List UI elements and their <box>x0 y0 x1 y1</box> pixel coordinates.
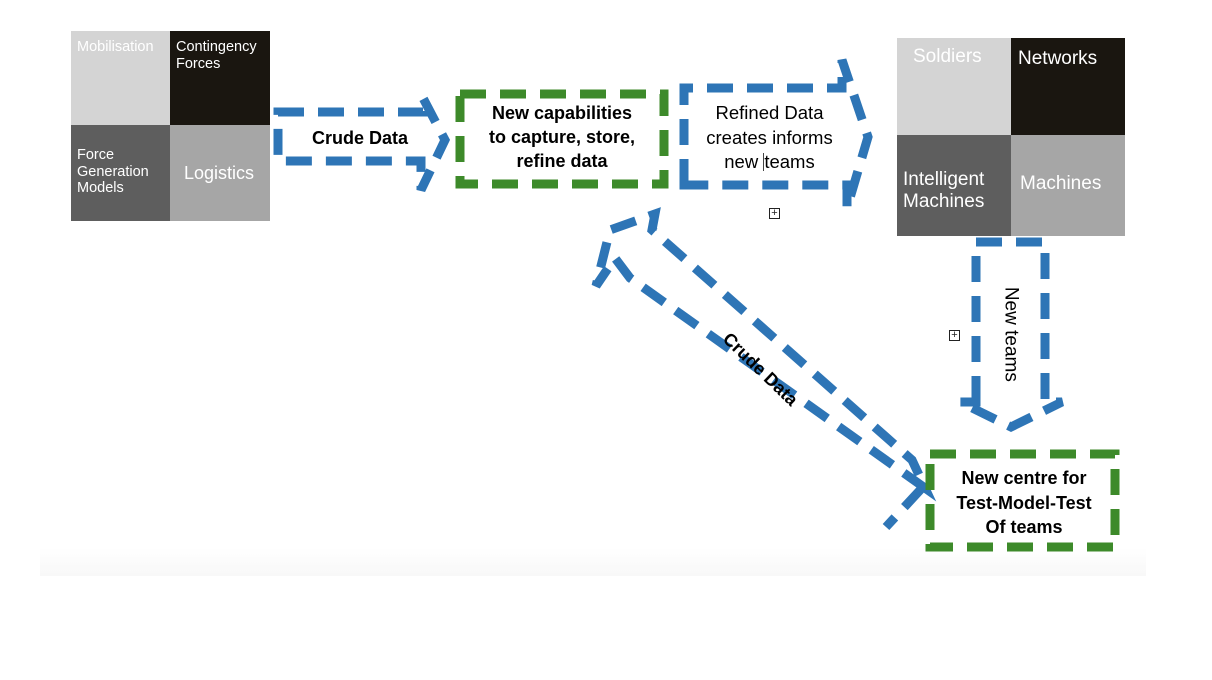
capabilities-line-3: refine data <box>516 151 608 171</box>
current-force-grid[interactable]: Mobilisation Contingency Forces Force Ge… <box>71 31 270 221</box>
new-teams-arrow[interactable] <box>958 237 1064 433</box>
grid-cell-mobilisation[interactable]: Mobilisation <box>71 31 170 125</box>
new-teams-label: New teams <box>1000 286 1022 382</box>
cell-label: Networks <box>1018 48 1098 69</box>
capabilities-line-2: to capture, store, <box>488 127 636 147</box>
refined-data-line-2: creates informs <box>706 126 833 148</box>
grid-cell-intelligent-machines[interactable]: Intelligent Machines <box>897 135 1011 236</box>
expand-icon[interactable]: + <box>769 208 780 219</box>
cell-label: Contingency Forces <box>176 39 257 72</box>
cell-label: Intelligent Machines <box>903 169 985 212</box>
cell-label: Soldiers <box>913 46 982 67</box>
test-centre-line-3: Of teams <box>985 517 1063 537</box>
grid-cell-force-generation-models[interactable]: Force Generation Models <box>71 125 170 221</box>
crude-data-label-top: Crude Data <box>311 128 409 148</box>
refined-data-arrow[interactable] <box>679 58 873 210</box>
refined-data-line-1: Refined Data <box>715 102 824 123</box>
test-centre-box[interactable]: New centre for Test-Model-Test Of teams <box>935 466 1113 540</box>
cell-label: Force Generation Models <box>77 147 149 197</box>
test-centre-line-1: New centre for <box>961 468 1087 488</box>
capabilities-box-border[interactable] <box>455 89 669 189</box>
future-force-grid[interactable]: Soldiers Networks Intelligent Machines M… <box>897 38 1125 236</box>
grid-cell-networks[interactable]: Networks <box>1011 38 1125 135</box>
text-segment: new <box>724 151 759 172</box>
cell-label: Mobilisation <box>77 39 154 55</box>
cell-label: Logistics <box>184 163 255 183</box>
expand-icon[interactable]: + <box>949 330 960 341</box>
refined-data-label[interactable]: Refined Data creates informs new teams <box>692 101 847 175</box>
capabilities-line-1: New capabilities <box>491 103 633 123</box>
grid-cell-soldiers[interactable]: Soldiers <box>897 38 1011 135</box>
text-segment: teams <box>764 151 815 172</box>
crude-data-arrow-diagonal-tail <box>882 484 926 531</box>
refined-data-line-3: new teams <box>692 150 847 175</box>
canvas-bottom-shade <box>40 548 1146 576</box>
test-centre-box-border[interactable] <box>925 449 1120 552</box>
capabilities-box[interactable]: New capabilities to capture, store, refi… <box>462 101 662 173</box>
cell-label: Machines <box>1020 173 1102 194</box>
text-cursor <box>763 153 765 171</box>
test-centre-line-2: Test-Model-Test <box>956 492 1092 513</box>
crude-data-arrow-diagonal[interactable] <box>591 207 937 502</box>
grid-cell-machines[interactable]: Machines <box>1011 135 1125 236</box>
crude-data-arrow-top[interactable] <box>273 95 451 192</box>
grid-cell-contingency-forces[interactable]: Contingency Forces <box>170 31 270 125</box>
grid-cell-logistics[interactable]: Logistics <box>170 125 270 221</box>
